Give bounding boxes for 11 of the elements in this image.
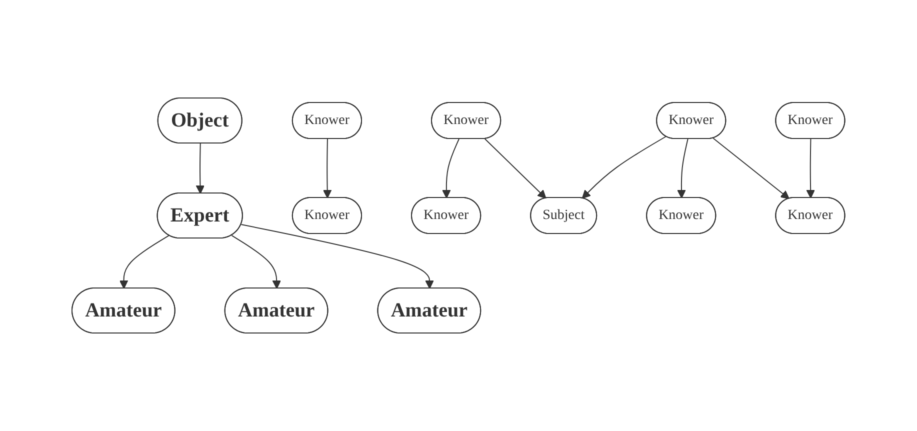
arrow xyxy=(196,143,205,194)
arrow xyxy=(119,234,170,289)
arrow xyxy=(442,138,460,198)
arrow xyxy=(240,224,434,289)
arrow xyxy=(582,136,667,199)
arrow xyxy=(712,138,790,200)
arrow xyxy=(323,138,332,198)
arrow xyxy=(231,234,282,289)
arrow xyxy=(806,138,816,198)
arrow xyxy=(484,138,546,199)
arrow xyxy=(677,138,688,198)
